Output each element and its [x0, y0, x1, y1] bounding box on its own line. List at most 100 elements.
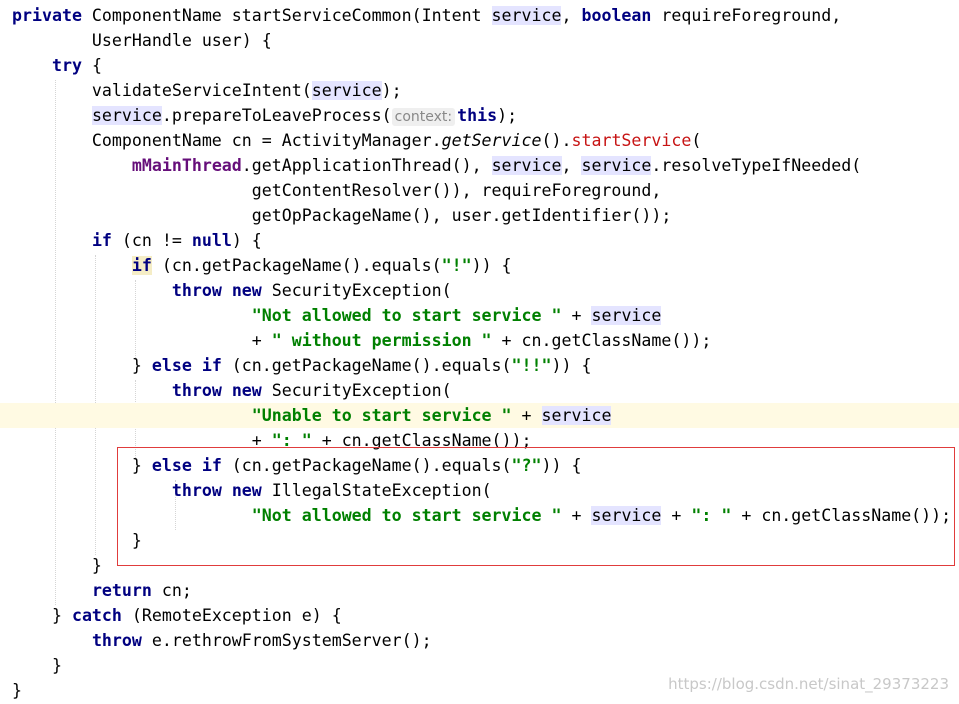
indent-guide — [175, 480, 176, 530]
parameter-hint: context: — [391, 108, 456, 126]
code-token: } — [12, 681, 22, 700]
code-line[interactable]: + ": " + cn.getClassName()); — [0, 428, 959, 453]
code-token: mMainThread — [131, 156, 242, 175]
code-line[interactable]: private ComponentName startServiceCommon… — [0, 3, 959, 28]
code-line[interactable]: UserHandle user) { — [0, 28, 959, 53]
code-token: ": " — [691, 506, 732, 525]
code-token: " without permission " — [271, 331, 492, 350]
watermark: https://blog.csdn.net/sinat_29373223 — [668, 675, 949, 693]
code-token: , — [561, 6, 582, 25]
code-token: SecurityException( — [261, 381, 452, 400]
code-token: + — [561, 506, 592, 525]
code-line[interactable]: if (cn.getPackageName().equals("!")) { — [0, 253, 959, 278]
code-token — [222, 381, 232, 400]
code-token: else if — [151, 356, 222, 375]
code-token: new — [231, 281, 262, 300]
code-token: .prepareToLeaveProcess( — [161, 106, 392, 125]
code-token: throw — [91, 631, 142, 650]
code-line[interactable]: throw e.rethrowFromSystemServer(); — [0, 628, 959, 653]
code-line[interactable]: "Not allowed to start service " + servic… — [0, 503, 959, 528]
code-token — [12, 481, 172, 500]
code-token — [12, 156, 132, 175]
code-token: this — [457, 106, 498, 125]
code-line[interactable]: } — [0, 528, 959, 553]
code-line[interactable]: } — [0, 653, 959, 678]
code-token: e.rethrowFromSystemServer(); — [141, 631, 432, 650]
code-token: + cn.getClassName()); — [311, 431, 532, 450]
code-line[interactable]: } else if (cn.getPackageName().equals("!… — [0, 353, 959, 378]
code-line[interactable]: ComponentName cn = ActivityManager.getSe… — [0, 128, 959, 153]
code-line[interactable]: mMainThread.getApplicationThread(), serv… — [0, 153, 959, 178]
code-token: service — [491, 6, 562, 25]
code-token: validateServiceIntent( — [12, 81, 312, 100]
code-line[interactable]: try { — [0, 53, 959, 78]
code-token: if — [91, 231, 112, 250]
code-token: } — [12, 556, 102, 575]
code-token: .getApplicationThread(), — [241, 156, 492, 175]
code-token: private — [12, 6, 82, 25]
code-line[interactable]: "Unable to start service " + service — [0, 403, 959, 428]
code-token: ( — [691, 131, 702, 150]
code-token: catch — [71, 606, 122, 625]
code-token: (). — [541, 131, 572, 150]
code-token: + cn.getClassName()); — [731, 506, 952, 525]
code-token: service — [311, 81, 382, 100]
code-line[interactable]: throw new SecurityException( — [0, 278, 959, 303]
code-token — [222, 281, 232, 300]
code-token: service — [91, 106, 162, 125]
code-line[interactable]: } catch (RemoteException e) { — [0, 603, 959, 628]
code-token: } — [12, 606, 72, 625]
code-line[interactable]: getOpPackageName(), user.getIdentifier()… — [0, 203, 959, 228]
code-line[interactable]: "Not allowed to start service " + servic… — [0, 303, 959, 328]
code-token: UserHandle user) { — [12, 31, 272, 50]
code-token: throw — [171, 481, 222, 500]
code-token: )) { — [471, 256, 512, 275]
code-token: } — [12, 456, 152, 475]
code-token: throw — [171, 381, 222, 400]
code-line[interactable]: } — [0, 553, 959, 578]
code-line[interactable]: } — [0, 678, 959, 703]
code-token: (cn.getPackageName().equals( — [221, 356, 512, 375]
code-line[interactable]: validateServiceIntent(service); — [0, 78, 959, 103]
code-token: ": " — [271, 431, 312, 450]
code-token: getContentResolver()), requireForeground… — [12, 181, 662, 200]
code-token — [222, 481, 232, 500]
code-token: IllegalStateException( — [261, 481, 492, 500]
code-line[interactable]: } else if (cn.getPackageName().equals("?… — [0, 453, 959, 478]
code-line[interactable]: throw new SecurityException( — [0, 378, 959, 403]
code-token — [12, 506, 252, 525]
code-token: getService — [441, 131, 542, 150]
code-line[interactable]: getContentResolver()), requireForeground… — [0, 178, 959, 203]
code-token — [12, 256, 132, 275]
indent-guide — [55, 80, 56, 605]
code-token: ComponentName startServiceCommon(Intent — [81, 6, 492, 25]
code-token: )) { — [541, 456, 582, 475]
code-token — [12, 231, 92, 250]
code-line[interactable]: throw new IllegalStateException( — [0, 478, 959, 503]
code-line[interactable]: service.prepareToLeaveProcess(context:th… — [0, 103, 959, 128]
code-token: try — [51, 56, 82, 75]
code-token: service — [581, 156, 652, 175]
code-token: if — [131, 256, 152, 275]
code-token: } — [12, 656, 62, 675]
code-token: service — [591, 506, 662, 525]
code-line[interactable]: return cn; — [0, 578, 959, 603]
code-token: ); — [497, 106, 518, 125]
code-token: + cn.getClassName()); — [491, 331, 712, 350]
code-token: } — [12, 531, 142, 550]
code-token: "!!" — [511, 356, 552, 375]
code-token: new — [231, 481, 262, 500]
code-line[interactable]: + " without permission " + cn.getClassNa… — [0, 328, 959, 353]
code-token: (cn.getPackageName().equals( — [151, 256, 442, 275]
code-token: return — [91, 581, 152, 600]
code-token: )) { — [551, 356, 592, 375]
code-token: ComponentName cn = ActivityManager. — [12, 131, 442, 150]
code-token — [12, 56, 52, 75]
code-token: "!" — [441, 256, 472, 275]
code-token: getOpPackageName(), user.getIdentifier()… — [12, 206, 672, 225]
code-token: "Not allowed to start service " — [251, 306, 562, 325]
code-token: cn; — [151, 581, 192, 600]
code-line[interactable]: if (cn != null) { — [0, 228, 959, 253]
code-token — [12, 581, 92, 600]
